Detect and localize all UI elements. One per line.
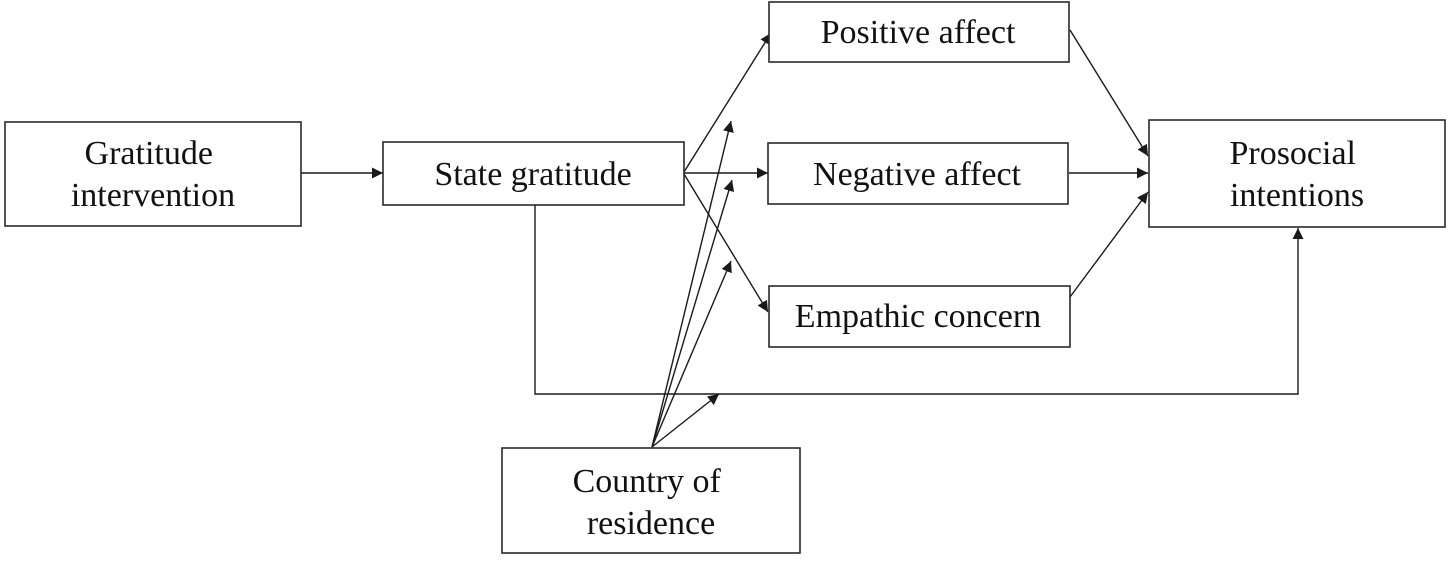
country-of-residence-label-line2: residence <box>587 505 715 542</box>
edges <box>301 29 1304 448</box>
node-empathic-concern: Empathic concern <box>768 285 1071 348</box>
edge-state-gratitude-to-prosocial-direct <box>534 205 1304 395</box>
node-positive-affect: Positive affect <box>768 1 1070 63</box>
gratitude-intervention-label-line2: intervention <box>71 177 235 214</box>
state-gratitude-label: State gratitude <box>434 156 631 193</box>
edge-moderation-positive-path <box>651 120 734 448</box>
gratitude-intervention-box <box>4 121 302 227</box>
svg-text:Prosocial intentions: Prosocial intentions <box>1229 135 1364 214</box>
edge-moderation-empathic-path <box>651 260 732 448</box>
positive-affect-label: Positive affect <box>821 14 1016 51</box>
edge-state-gratitude-to-positive-affect <box>683 32 772 173</box>
edge-moderation-negative-path <box>651 179 735 448</box>
node-negative-affect: Negative affect <box>767 142 1069 205</box>
state-gratitude-box <box>382 141 685 206</box>
edge-state-gratitude-to-empathic-concern <box>683 173 769 313</box>
node-country-of-residence: Country of residence <box>501 447 801 554</box>
svg-text:Gratitude intervention: Gratitude intervention <box>71 135 235 214</box>
gratitude-intervention-label-line1: Gratitude <box>85 135 213 172</box>
positive-affect-box <box>768 1 1070 63</box>
node-gratitude-intervention: Gratitude intervention <box>4 121 302 227</box>
negative-affect-box <box>767 142 1069 205</box>
node-prosocial-intentions: Prosocial intentions <box>1148 119 1446 228</box>
edge-positive-affect-to-prosocial <box>1069 29 1149 157</box>
empathic-concern-label: Empathic concern <box>795 298 1041 335</box>
prosocial-intentions-label-line1: Prosocial <box>1229 135 1356 172</box>
prosocial-intentions-label-line2: intentions <box>1230 177 1364 214</box>
prosocial-intentions-box <box>1148 119 1446 228</box>
edge-moderation-direct-path <box>651 393 720 448</box>
node-state-gratitude: State gratitude <box>382 141 685 206</box>
country-of-residence-box <box>501 447 801 554</box>
edge-empathic-concern-to-prosocial <box>1069 191 1149 298</box>
svg-text:Country of residence: Country of residence <box>573 463 730 542</box>
negative-affect-label: Negative affect <box>813 156 1022 193</box>
country-of-residence-label-line1: Country of <box>573 463 722 500</box>
empathic-concern-box <box>768 285 1071 348</box>
